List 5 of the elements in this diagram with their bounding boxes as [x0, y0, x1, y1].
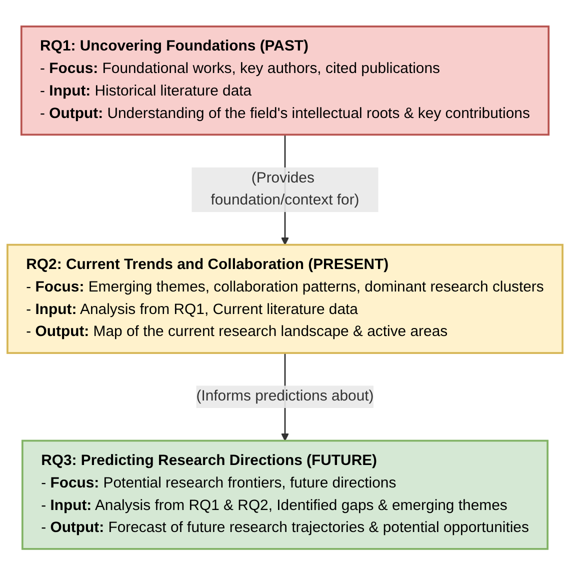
- node-box: RQ3: Predicting Research Directions (FUTURE) - Focus: Potential research frontiers, future directions - Input: Analysis from RQ1 & RQ2, Identified gaps & emerging themes - Output: Forecast of future research trajectories & potential opportunities: [21, 440, 549, 550]
- node-box: RQ1: Uncovering Foundations (PAST) - Focus: Foundational works, key authors, cited publications - Input: Historical literature data - Output: Understanding of the field's intellectual roots & key contributions: [20, 26, 550, 136]
- node-box: RQ2: Current Trends and Collaboration (PRESENT) - Focus: Emerging themes, collaboration patterns, dominant research clusters - Input: Analysis from RQ1, Current literature data - Output: Map of the current research landscape & active areas: [6, 244, 564, 354]
- edge-label: (Informs predictions about): [196, 388, 374, 405]
- edge-label: (Provides foundation/context for): [210, 170, 360, 209]
